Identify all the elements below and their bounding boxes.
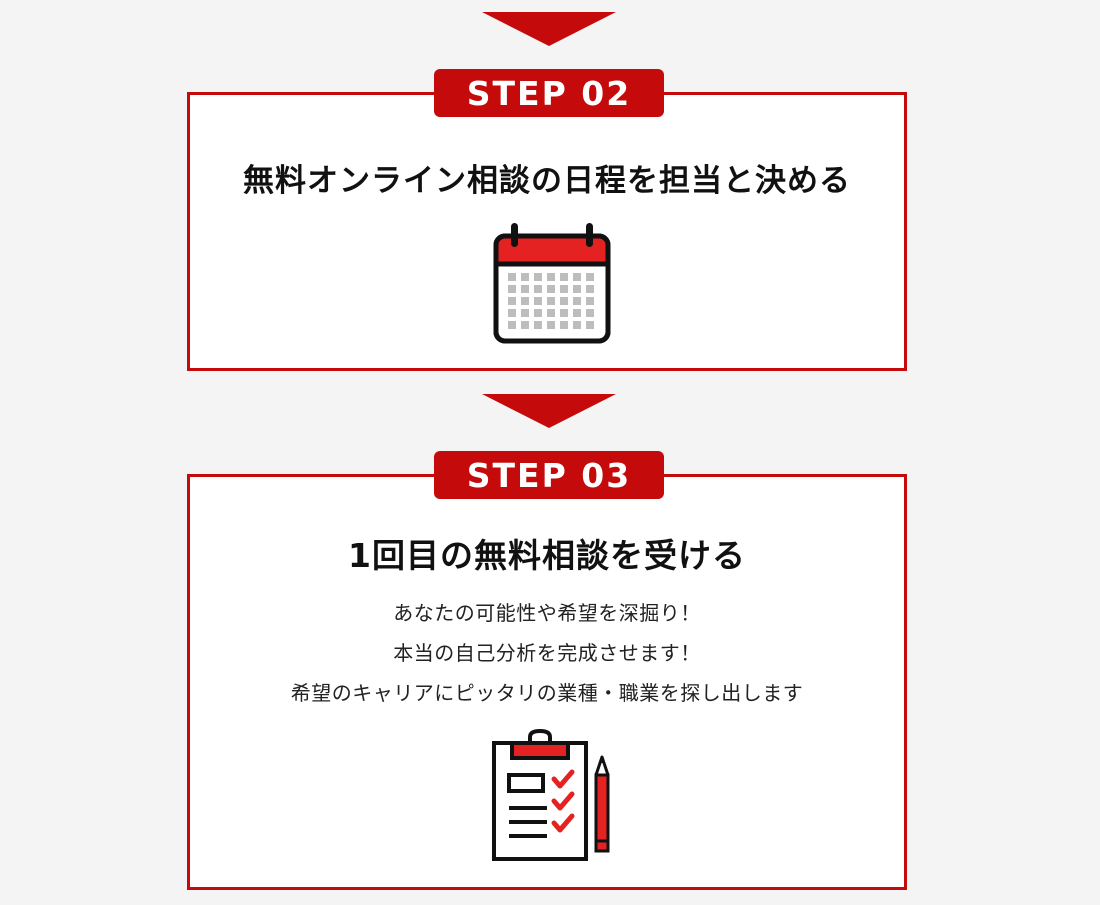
calendar-day-cell (560, 285, 568, 293)
calendar-day-cell (521, 321, 529, 329)
calendar-day-cell (573, 285, 581, 293)
calendar-day-cell (534, 273, 542, 281)
calendar-day-cell (573, 297, 581, 305)
calendar-day-cell (534, 297, 542, 305)
calendar-day-cell (547, 273, 555, 281)
step-03-line-3: 希望のキャリアにピッタリの業種・職業を探し出します (290, 681, 804, 705)
calendar-day-cell (521, 285, 529, 293)
calendar-day-cell (547, 297, 555, 305)
calendar-day-cell (508, 309, 516, 317)
calendar-day-cell (560, 321, 568, 329)
calendar-day-cell (547, 285, 555, 293)
step-03-description: あなたの可能性や希望を深掘り！ 本当の自己分析を完成させます！ 希望のキャリアに… (190, 593, 904, 713)
step-03-line-2: 本当の自己分析を完成させます！ (393, 641, 701, 665)
calendar-day-cell (521, 273, 529, 281)
calendar-day-cell (560, 297, 568, 305)
calendar-day-cell (534, 309, 542, 317)
calendar-day-cell (586, 321, 594, 329)
calendar-day-cell (586, 309, 594, 317)
calendar-day-cell (547, 321, 555, 329)
calendar-day-cell (560, 273, 568, 281)
calendar-day-cell (586, 297, 594, 305)
calendar-day-cell (508, 297, 516, 305)
step-03-line-1: あなたの可能性や希望を深掘り！ (393, 601, 701, 625)
calendar-day-cell (521, 297, 529, 305)
calendar-day-cell (547, 309, 555, 317)
step-03-badge: STEP 03 (434, 451, 664, 499)
calendar-day-cell (586, 285, 594, 293)
calendar-day-cell (508, 285, 516, 293)
calendar-day-cell (573, 321, 581, 329)
step-02-badge: STEP 02 (434, 69, 664, 117)
step-arrow-middle (482, 394, 616, 428)
calendar-day-cell (508, 321, 516, 329)
calendar-icon (492, 220, 612, 350)
step-02-card: 無料オンライン相談の日程を担当と決める (187, 92, 907, 371)
step-02-title: 無料オンライン相談の日程を担当と決める (243, 163, 851, 199)
calendar-day-cell (573, 309, 581, 317)
calendar-day-cell (573, 273, 581, 281)
step-03-title: 1回目の無料相談を受ける (348, 536, 746, 575)
step-arrow-top (482, 12, 616, 46)
calendar-day-cell (508, 273, 516, 281)
calendar-day-cell (521, 309, 529, 317)
checklist-clipboard-icon (490, 728, 620, 867)
calendar-day-cell (534, 285, 542, 293)
step-03-card: 1回目の無料相談を受ける あなたの可能性や希望を深掘り！ 本当の自己分析を完成さ… (187, 474, 907, 890)
calendar-day-cell (586, 273, 594, 281)
calendar-day-cell (534, 321, 542, 329)
calendar-day-cell (560, 309, 568, 317)
